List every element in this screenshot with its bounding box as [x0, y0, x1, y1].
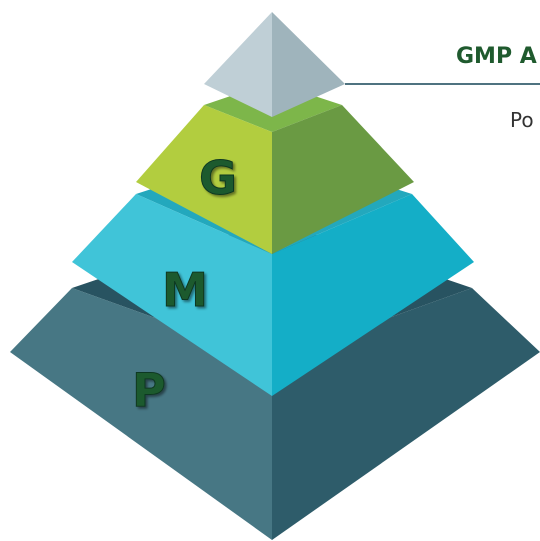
callout-body-text: Po — [510, 108, 534, 132]
callout-title: GMP A — [456, 44, 537, 69]
layer-label-g: G — [199, 151, 237, 205]
pyramid-apex — [204, 12, 345, 117]
layer-label-p: P — [132, 363, 166, 417]
layer-label-m: M — [162, 263, 208, 317]
